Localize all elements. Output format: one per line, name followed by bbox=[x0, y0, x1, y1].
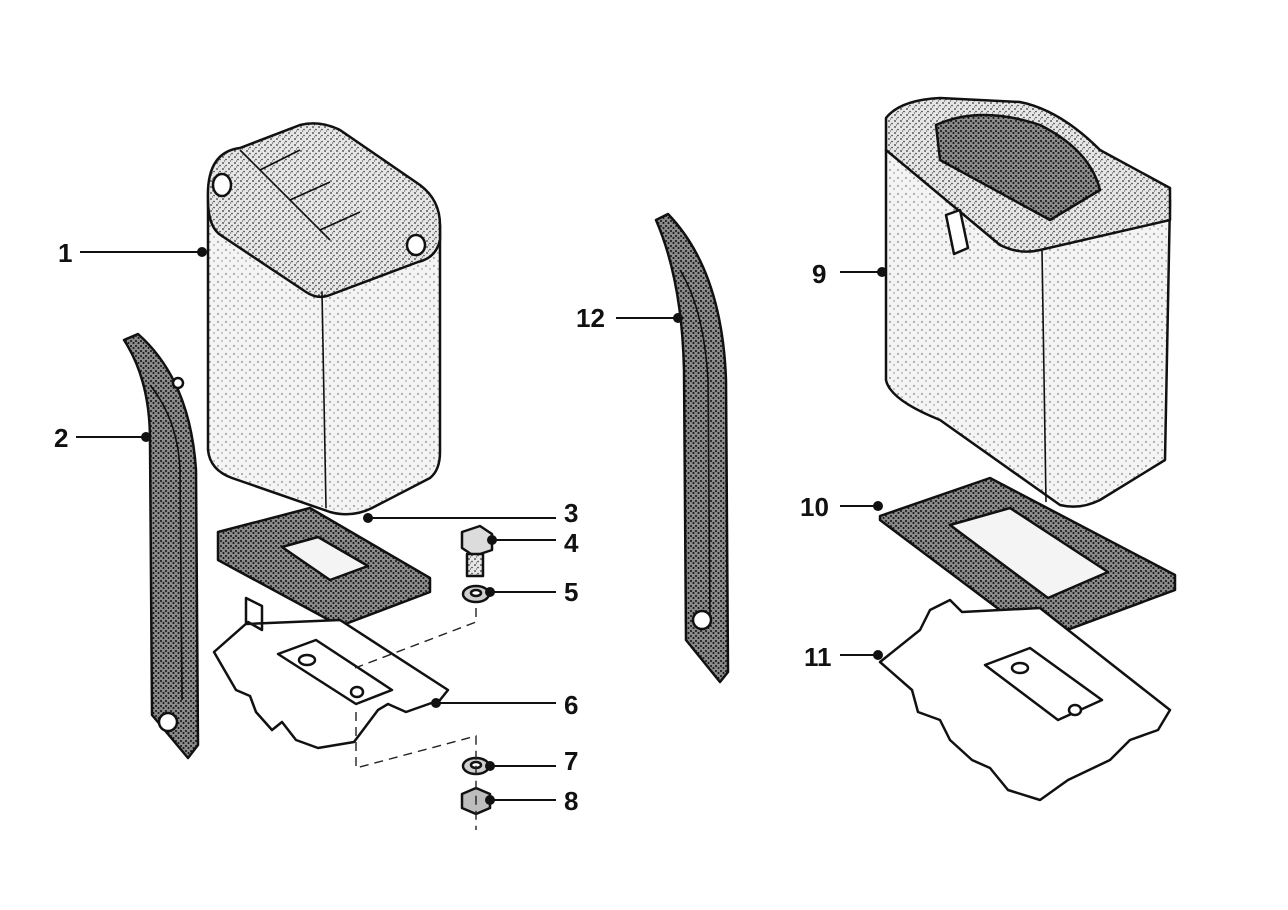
callout-label-5: 5 bbox=[564, 577, 578, 607]
callout-10: 10 bbox=[800, 492, 883, 522]
part-6-tray bbox=[212, 596, 450, 750]
callout-6: 6 bbox=[431, 690, 578, 720]
callout-8: 8 bbox=[485, 786, 578, 816]
callout-label-1: 1 bbox=[58, 238, 72, 268]
callout-4: 4 bbox=[487, 528, 579, 558]
callout-label-10: 10 bbox=[800, 492, 829, 522]
part-3-pad bbox=[216, 506, 432, 628]
callout-label-2: 2 bbox=[54, 423, 68, 453]
callout-label-11: 11 bbox=[804, 642, 832, 672]
callout-11: 11 bbox=[804, 642, 883, 672]
callout-label-7: 7 bbox=[564, 746, 578, 776]
part-4-bolt bbox=[460, 524, 494, 578]
assembly-line-bolt bbox=[354, 608, 477, 830]
callout-label-12: 12 bbox=[576, 303, 605, 333]
callout-5: 5 bbox=[485, 577, 578, 607]
part-9-battery-box bbox=[884, 96, 1172, 508]
callout-label-6: 6 bbox=[564, 690, 578, 720]
part-12-strap bbox=[654, 212, 730, 684]
callout-3: 3 bbox=[363, 498, 578, 528]
callout-7: 7 bbox=[485, 746, 578, 776]
callout-label-4: 4 bbox=[564, 528, 579, 558]
part-5-washer bbox=[461, 584, 491, 604]
callout-label-8: 8 bbox=[564, 786, 578, 816]
callout-1: 1 bbox=[58, 238, 207, 268]
part-2-strap bbox=[122, 332, 200, 760]
callout-label-3: 3 bbox=[564, 498, 578, 528]
part-10-pad bbox=[878, 476, 1177, 642]
callout-label-9: 9 bbox=[812, 259, 826, 289]
callout-12: 12 bbox=[576, 303, 683, 333]
part-11-tray bbox=[878, 598, 1172, 802]
callout-9: 9 bbox=[812, 259, 887, 289]
callout-2: 2 bbox=[54, 423, 151, 453]
part-1-battery-box bbox=[206, 122, 442, 516]
